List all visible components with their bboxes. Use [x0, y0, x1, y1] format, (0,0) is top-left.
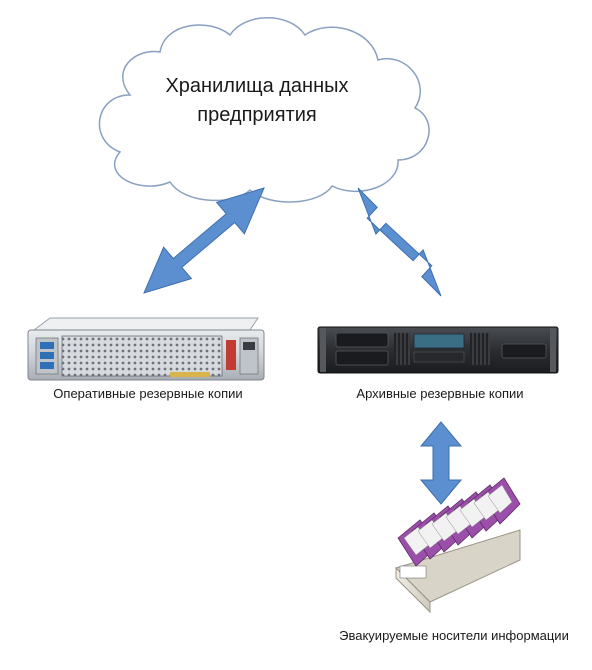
tape-library-icon: [317, 326, 559, 374]
cloud-title-line-1: Хранилища данных: [165, 75, 348, 97]
arrow-cloud-operational: [143, 187, 265, 294]
arrow-archive-evacuated: [419, 421, 463, 505]
cloud-shape: [98, 17, 430, 203]
disk-server-icon: [27, 317, 265, 381]
caption-evacuated: Эвакуируемые носители информации: [339, 628, 569, 643]
caption-operational: Оперативные резервные копии: [53, 386, 242, 401]
tape-cartridges-icon: [395, 477, 521, 614]
cloud-title-line-2: предприятия: [197, 104, 316, 126]
caption-archive: Архивные резервные копии: [356, 386, 523, 401]
enterprise-storage-cloud: Хранилища данных предприятия: [98, 17, 430, 203]
arrow-cloud-archive: [357, 187, 442, 297]
